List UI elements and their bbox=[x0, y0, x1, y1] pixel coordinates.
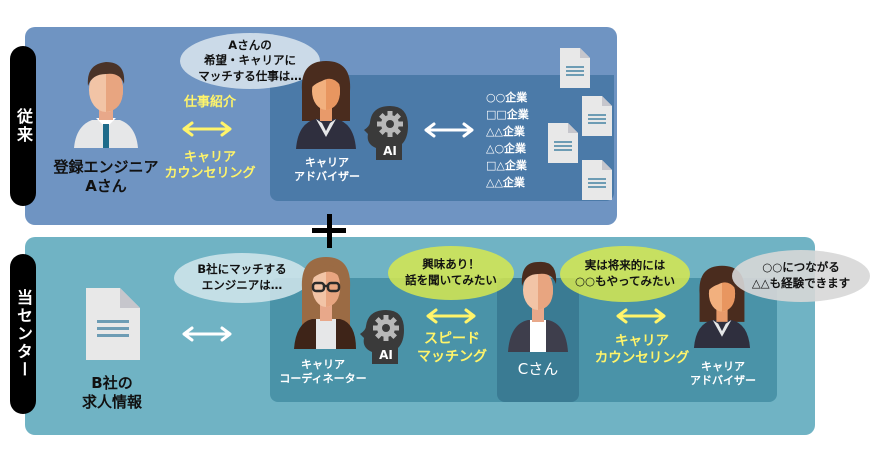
male-candidate-icon bbox=[508, 261, 568, 352]
document-icon bbox=[582, 160, 612, 200]
candidate-c-avatar bbox=[506, 258, 570, 352]
our-center-tab: 当センター bbox=[10, 254, 36, 414]
ai-head-icon bbox=[364, 104, 412, 162]
company-item: ○○企業 bbox=[486, 91, 528, 104]
speech-bubble-advisor: ○○につながる △△も経験できます bbox=[732, 250, 870, 302]
job-info-label: B社の 求人情報 bbox=[81, 374, 142, 411]
gear-icon bbox=[377, 111, 403, 137]
document-icon bbox=[582, 96, 612, 136]
female-coordinator-icon bbox=[294, 257, 356, 349]
glasses-icon bbox=[311, 281, 341, 293]
gear-icon bbox=[373, 315, 399, 341]
candidate-c-label: Cさん bbox=[517, 360, 559, 378]
document-icon bbox=[560, 48, 590, 88]
speech-bubble-coordinator: B社にマッチする エンジニアは… bbox=[174, 253, 310, 303]
engineer-a-label: 登録エンジニア Aさん bbox=[53, 158, 159, 195]
career-advisor-avatar bbox=[294, 57, 358, 149]
plus-icon bbox=[312, 214, 346, 248]
male-engineer-icon bbox=[74, 62, 138, 148]
career-advisor-label: キャリア アドバイザー bbox=[294, 156, 360, 183]
ai-label: AI bbox=[379, 348, 393, 362]
bidirectional-arrow-icon bbox=[182, 121, 232, 137]
ai-head-icon bbox=[360, 308, 408, 366]
company-item: △○企業 bbox=[486, 142, 527, 155]
speech-bubble-a: Aさんの 希望・キャリアに マッチする仕事は… bbox=[180, 33, 320, 89]
bidirectional-arrow-icon bbox=[424, 122, 474, 138]
engineer-a-avatar bbox=[68, 56, 144, 148]
traditional-tab: 従来 bbox=[10, 46, 36, 206]
female-advisor-icon bbox=[296, 61, 356, 149]
bidirectional-arrow-icon bbox=[616, 308, 666, 324]
bidirectional-arrow-icon bbox=[426, 308, 476, 324]
career-coordinator-avatar bbox=[292, 253, 358, 349]
traditional-counseling-label: キャリア カウンセリング bbox=[164, 150, 256, 182]
career-coordinator-label: キャリア コーディネーター bbox=[279, 358, 367, 385]
job-intro-label: 仕事紹介 bbox=[183, 95, 236, 110]
ai-label: AI bbox=[383, 144, 397, 158]
document-icon bbox=[548, 123, 578, 163]
bidirectional-arrow-icon bbox=[182, 326, 232, 342]
job-info-document-icon bbox=[86, 288, 140, 360]
center-counseling-label: キャリア カウンセリング bbox=[594, 333, 690, 366]
speech-bubble-future: 実は将来的には ○○もやってみたい bbox=[560, 246, 690, 302]
speed-matching-label: スピード マッチング bbox=[417, 331, 487, 365]
career-advisor-label: キャリア アドバイザー bbox=[690, 360, 756, 387]
company-list: ○○企業 □□企業 △△企業 △○企業 □△企業 △△企業 bbox=[486, 89, 529, 191]
company-item: △△企業 bbox=[486, 125, 525, 138]
company-item: △△企業 bbox=[486, 176, 525, 189]
company-item: □△企業 bbox=[486, 159, 527, 172]
speech-bubble-interest: 興味あり！ 話を聞いてみたい bbox=[388, 246, 514, 300]
company-item: □□企業 bbox=[486, 108, 529, 121]
